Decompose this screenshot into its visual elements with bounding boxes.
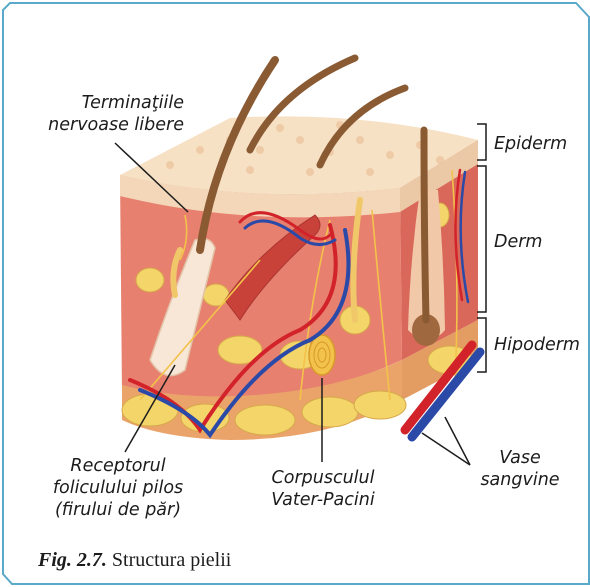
caption-title: Structura pielii xyxy=(112,549,231,571)
label-blood-vessels: Vase sangvine xyxy=(464,447,576,491)
label-free-nerve-endings: Terminaţiile nervoase libere xyxy=(46,92,184,136)
leader-vessels-1 xyxy=(422,433,470,465)
label-vessels-line-1: Vase xyxy=(464,447,576,469)
label-pacini-line-2: Vater-Pacini xyxy=(248,489,398,511)
layer-brackets xyxy=(477,124,486,372)
bracket-hipoderm xyxy=(477,318,486,372)
label-hypodermis: Hipoderm xyxy=(494,334,580,356)
caption-figure-number: Fig. 2.7. xyxy=(38,549,107,571)
label-epidermis: Epiderm xyxy=(494,133,567,155)
figure-caption: Fig. 2.7. Structura pielii xyxy=(38,549,231,572)
label-follicle-line-3: (firului de păr) xyxy=(40,499,196,521)
bracket-derm xyxy=(477,166,486,312)
pacinian-corpuscle xyxy=(309,335,335,375)
label-follicle-line-1: Receptorul xyxy=(40,455,196,477)
label-dermis: Derm xyxy=(494,231,542,253)
bracket-epiderm xyxy=(477,124,486,160)
label-pacinian-corpuscle: Corpusculul Vater-Pacini xyxy=(248,467,398,511)
label-pacini-line-1: Corpusculul xyxy=(248,467,398,489)
label-vessels-line-2: sangvine xyxy=(464,469,576,491)
label-hair-follicle-receptor: Receptorul foliculului pilos (firului de… xyxy=(40,455,196,521)
label-free-nerve-endings-line-1: Terminaţiile xyxy=(46,92,184,114)
label-free-nerve-endings-line-2: nervoase libere xyxy=(46,114,184,136)
label-follicle-line-2: foliculului pilos xyxy=(40,477,196,499)
